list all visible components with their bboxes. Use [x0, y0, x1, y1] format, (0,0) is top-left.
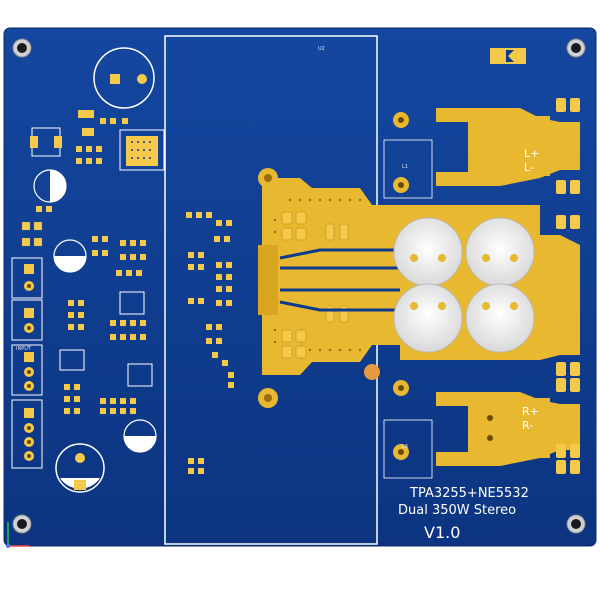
- inductor-label-l3: L3: [402, 444, 408, 450]
- left-minus-label: L-: [524, 161, 534, 174]
- mounting-holes: [12, 38, 586, 534]
- signal-traces: [279, 248, 400, 312]
- ic-ref-label: U2: [318, 46, 325, 52]
- inductor-outlines: [383, 139, 433, 479]
- opamp-ic-ne5532: [59, 291, 153, 387]
- electrolytic-cap-top: [93, 47, 155, 109]
- small-cap-output: [487, 415, 493, 441]
- filter-capacitors: [393, 217, 535, 353]
- right-minus-label: R-: [522, 419, 533, 432]
- board-title-chips: TPA3255+NE5532: [409, 486, 529, 501]
- board-title-power: Dual 350W Stereo: [398, 503, 516, 518]
- small-electrolytic-caps: [33, 169, 157, 453]
- electrolytic-cap-bottom: [55, 443, 105, 493]
- small-inductor: [30, 127, 62, 157]
- board-version: V1.0: [424, 523, 460, 542]
- input-connector-label: INPUT: [16, 346, 32, 352]
- left-plus-label: L+: [524, 147, 539, 160]
- regulator-ic: [119, 129, 165, 171]
- diode-top-right: [490, 48, 526, 64]
- origin-axis-icon: [6, 522, 30, 548]
- output-copper-left-channel: [393, 108, 580, 193]
- smd-components-left: [22, 110, 234, 474]
- smd-pads-cluster: [281, 211, 349, 359]
- output-copper-right-channel: [393, 380, 580, 466]
- right-edge-pads: [556, 98, 580, 474]
- left-connectors: [11, 257, 43, 469]
- inductor-label-l1: L1: [402, 164, 408, 170]
- right-plus-label: R+: [522, 405, 539, 418]
